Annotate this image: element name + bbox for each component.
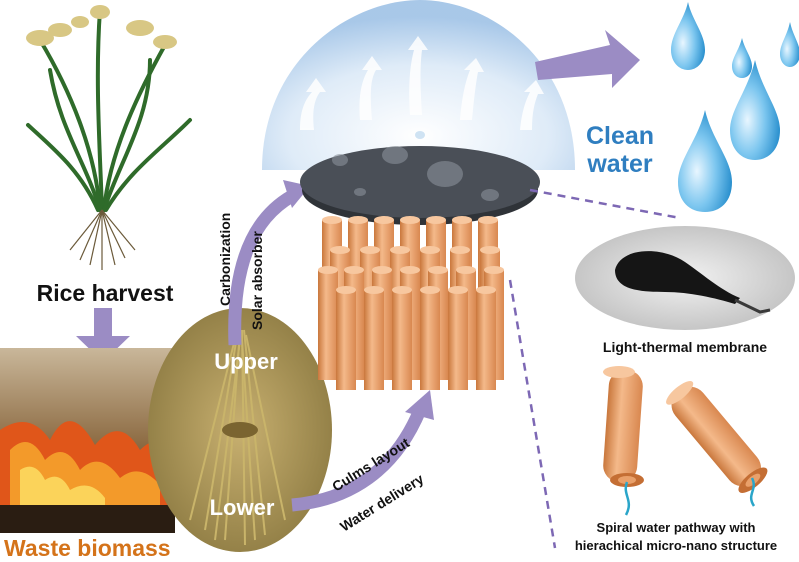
lower-label: Lower	[210, 495, 275, 520]
clean-water-label-line1: Clean	[586, 122, 654, 150]
arrow-right-icon	[535, 30, 640, 88]
upper-label: Upper	[214, 349, 278, 374]
culm-cylinder-top	[420, 286, 440, 294]
culm-cylinder	[420, 290, 440, 390]
culm-cylinder-top	[318, 266, 338, 274]
culm-cylinder-top	[476, 286, 496, 294]
water-drops-illustration	[671, 2, 799, 212]
culm-cylinder	[448, 290, 468, 390]
dashed-connector-lines	[508, 188, 681, 549]
culm-cylinder-top	[478, 216, 498, 224]
evaporation-dome	[262, 0, 575, 170]
clean-water-label-line2: water	[586, 150, 653, 178]
photothermal-membrane-disk	[300, 131, 540, 225]
light-thermal-membrane-label: Light-thermal membrane	[603, 339, 767, 355]
culm-cylinder-top	[428, 266, 448, 274]
culm-cylinder-top	[484, 266, 504, 274]
culm-cylinder-top	[448, 286, 468, 294]
culm-cylinder-top	[360, 246, 380, 254]
culm-cylinder	[476, 290, 496, 390]
culm-cylinder-top	[336, 286, 356, 294]
culm-cylinder-top	[364, 286, 384, 294]
culm-cylinder-top	[400, 266, 420, 274]
culm-cylinder	[336, 290, 356, 390]
culm-cylinder	[364, 290, 384, 390]
culm-array	[318, 216, 504, 390]
culm-cylinder-top	[390, 246, 410, 254]
solar-absorber-label: Solar absorber	[249, 231, 265, 330]
culm-cylinder-top	[452, 216, 472, 224]
culm-cylinder-top	[374, 216, 394, 224]
rice-harvest-label: Rice harvest	[37, 280, 174, 306]
carbonization-label: Carbonization	[217, 213, 233, 306]
culm-cylinder-top	[480, 246, 500, 254]
spiral-pathway-label-line2: hierachical micro-nano structure	[575, 538, 777, 553]
culm-cylinder-top	[322, 216, 342, 224]
membrane-photo	[575, 226, 795, 330]
culm-cylinder	[318, 270, 338, 380]
culm-cylinder-top	[456, 266, 476, 274]
culm-cylinder	[392, 290, 412, 390]
culm-cylinder-top	[392, 286, 412, 294]
spiral-culms-illustration	[603, 366, 768, 516]
culm-cylinder-top	[426, 216, 446, 224]
rice-plant-illustration	[26, 5, 192, 270]
culm-cylinder-top	[348, 216, 368, 224]
curved-arrow-right-icon	[291, 390, 434, 512]
culm-cylinder-top	[344, 266, 364, 274]
burning-field-photo	[0, 348, 175, 533]
culm-cylinder-top	[372, 266, 392, 274]
culm-cylinder-top	[450, 246, 470, 254]
spiral-pathway-label-line1: Spiral water pathway with	[597, 520, 756, 535]
waste-biomass-label: Waste biomass	[4, 535, 171, 561]
culm-cylinder-top	[330, 246, 350, 254]
straw-bundle-photo	[148, 308, 332, 552]
culm-cylinder-top	[420, 246, 440, 254]
culm-cylinder-top	[400, 216, 420, 224]
